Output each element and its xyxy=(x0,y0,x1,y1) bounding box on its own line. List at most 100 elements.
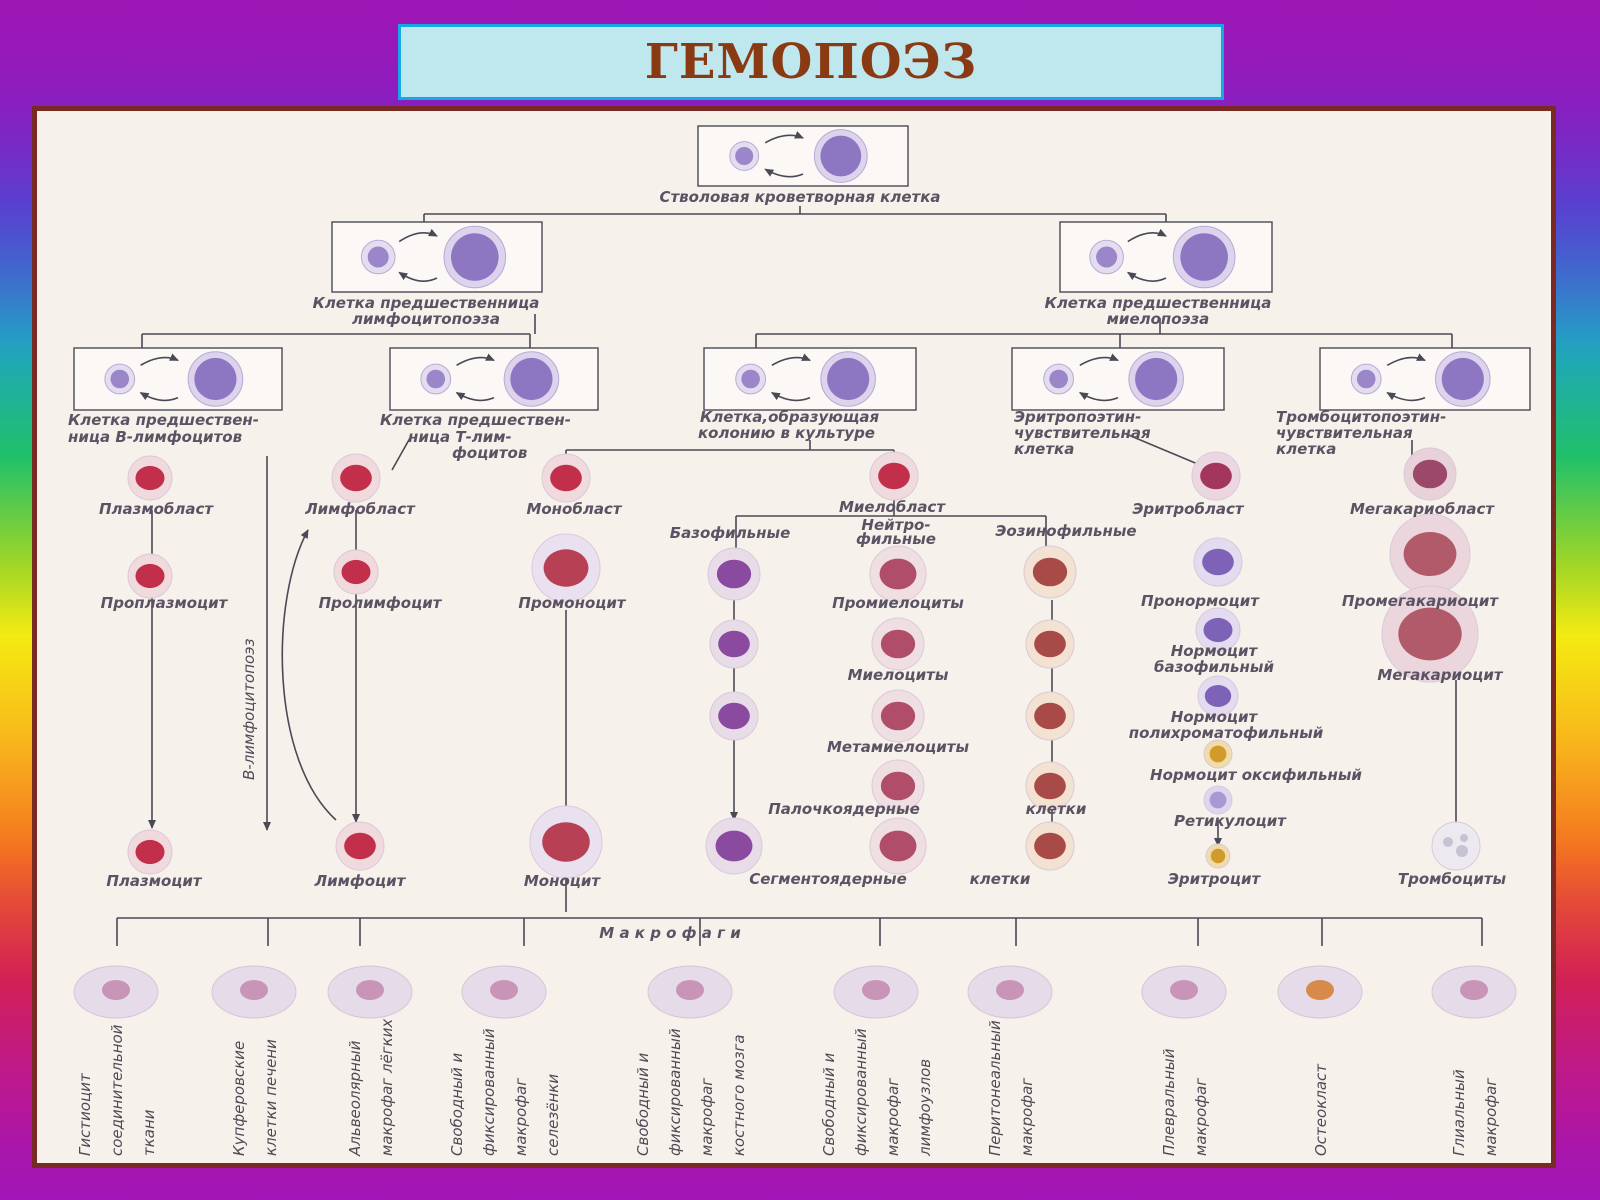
label-myelo-prog-1: Клетка предшественница xyxy=(1045,294,1272,312)
label-monocyte: Моноцит xyxy=(524,872,602,890)
platelets-cell xyxy=(1431,821,1481,871)
macrophage-cell-9 xyxy=(1277,965,1363,1019)
connector-lines xyxy=(116,206,1483,946)
basophil-promyelocyte xyxy=(707,547,761,601)
monoblast-cell xyxy=(541,453,591,503)
label-lymphoblast: Лимфобласт xyxy=(304,500,416,518)
macrophage-cell-3 xyxy=(327,965,413,1019)
megakaryoblast-cell xyxy=(1403,447,1457,501)
label-band-cells: Палочкоядерные xyxy=(768,800,920,818)
macrophage-label-1-3: ткани xyxy=(140,1109,158,1156)
label-erythro-prog-2: чувствительная xyxy=(1014,424,1151,442)
label-neutro-2: фильные xyxy=(856,530,936,548)
label-erythro-prog-3: клетка xyxy=(1014,440,1074,458)
erythrocyte-cell xyxy=(1205,843,1231,869)
label-pronormocyte: Пронормоцит xyxy=(1141,592,1260,610)
basophilic-normocyte xyxy=(1195,607,1241,653)
segmented-eosinophil xyxy=(1025,821,1075,871)
macrophage-label-8-2: макрофаг xyxy=(1192,1078,1210,1156)
macrophage-label-6-3: макрофаг xyxy=(884,1078,902,1156)
macrophage-label-4-3: макрофаг xyxy=(512,1078,530,1156)
colony-forming-box xyxy=(703,347,917,411)
label-b-prog-1: Клетка предшествен- xyxy=(68,411,259,429)
label-cells-word: клетки xyxy=(1026,800,1087,818)
macrophage-label-6-2: фиксированный xyxy=(852,1028,870,1156)
macrophage-label-5-2: фиксированный xyxy=(666,1028,684,1156)
label-lymph-prog-1: Клетка предшественница xyxy=(313,294,540,312)
label-myelocytes: Миелоциты xyxy=(848,666,949,684)
label-segmented: Сегментоядерные xyxy=(749,870,907,888)
macrophage-label-5-1: Свободный и xyxy=(634,1053,652,1156)
label-promonocyte: Промоноцит xyxy=(518,594,626,612)
macrophage-label-3-1: Альвеолярный xyxy=(346,1040,364,1157)
label-normo-baso-1: Нормоцит xyxy=(1171,642,1259,660)
label-platelets: Тромбоциты xyxy=(1398,870,1507,888)
eosinophil-promyelocyte xyxy=(1023,545,1077,599)
label-t-prog-3: фоцитов xyxy=(452,444,527,462)
macrophage-label-10-1: Глиальный xyxy=(1450,1069,1468,1156)
label-erythrocyte: Эритроцит xyxy=(1168,870,1262,888)
erythro-progenitor-box xyxy=(1011,347,1225,411)
label-b-prog-2: ница В-лимфоцитов xyxy=(68,428,242,446)
macrophage-label-1-2: соединительной xyxy=(108,1024,126,1156)
basophil-metamyelocyte xyxy=(709,691,759,741)
label-erythro-prog-1: Эритропоэтин- xyxy=(1014,408,1141,426)
macrophage-label-2-2: клетки печени xyxy=(262,1039,280,1156)
oxyphilic-normocyte xyxy=(1203,739,1233,769)
macrophage-label-9-1: Остеокласт xyxy=(1312,1063,1330,1156)
label-b-lymphopoiesis: В-лимфоцитопоэз xyxy=(240,639,258,780)
label-t-prog-2: ница Т-лим- xyxy=(408,428,512,446)
label-promyelocytes: Промиелоциты xyxy=(832,594,964,612)
thrombo-progenitor-box xyxy=(1319,347,1531,411)
polychromatophilic-normocyte xyxy=(1197,675,1239,717)
lymphocyte-cell xyxy=(335,821,385,871)
macrophage-cell-6 xyxy=(833,965,919,1019)
label-colony-1: Клетка,образующая xyxy=(700,408,880,426)
label-plasmoblast: Плазмобласт xyxy=(99,500,214,518)
macrophage-label-3-2: макрофаг лёгких xyxy=(378,1019,396,1156)
macrophage-cell-7 xyxy=(967,965,1053,1019)
macrophage-cell-1 xyxy=(73,965,159,1019)
label-monoblast: Монобласт xyxy=(526,500,622,518)
macrophage-cell-2 xyxy=(211,965,297,1019)
promonocyte-cell xyxy=(531,533,601,603)
macrophage-label-10-2: макрофаг xyxy=(1482,1078,1500,1156)
myeloid-progenitor-box xyxy=(1059,221,1273,293)
label-normo-poly-2: полихроматофильный xyxy=(1129,724,1324,742)
label-normo-poly-1: Нормоцит xyxy=(1171,708,1259,726)
megakaryocyte-cell xyxy=(1381,585,1479,683)
macrophage-cell-4 xyxy=(461,965,547,1019)
reticulocyte-cell xyxy=(1203,785,1233,815)
macrophage-label-5-4: костного мозга xyxy=(730,1034,748,1156)
neutrophil-promyelocyte xyxy=(869,545,927,603)
segmented-neutrophil xyxy=(869,817,927,875)
label-thrombo-prog-2: чувствительная xyxy=(1276,424,1413,442)
label-reticulocyte: Ретикулоцит xyxy=(1174,812,1287,830)
plasmoblast-cell xyxy=(127,455,173,501)
proplasmocyte-cell xyxy=(127,553,173,599)
label-lymphocyte: Лимфоцит xyxy=(314,872,407,890)
macrophage-label-4-1: Свободный и xyxy=(448,1053,466,1156)
label-t-prog-1: Клетка предшествен- xyxy=(380,411,571,429)
label-myelo-prog-2: миелопоэза xyxy=(1107,310,1210,328)
neutrophil-metamyelocyte xyxy=(871,689,925,743)
label-normo-oxy: Нормоцит оксифильный xyxy=(1150,766,1362,784)
macrophage-label-4-2: фиксированный xyxy=(480,1028,498,1156)
page-title: ГЕМОПОЭЗ xyxy=(644,34,978,90)
macrophage-label-8-1: Плевральный xyxy=(1160,1048,1178,1156)
label-normo-baso-2: базофильный xyxy=(1154,658,1274,676)
label-colony-2: колонию в культуре xyxy=(698,424,875,442)
label-megakaryocyte: Мегакариоцит xyxy=(1377,666,1504,684)
band-neutrophil xyxy=(871,759,925,813)
label-thrombo-prog-1: Тромбоцитопоэтин- xyxy=(1276,408,1446,426)
macrophage-cell-8 xyxy=(1141,965,1227,1019)
b-progenitor-box xyxy=(73,347,283,411)
label-prolymphocyte: Пролимфоцит xyxy=(319,594,443,612)
label-macrophages: М а к р о ф а г и xyxy=(599,924,741,942)
eosinophil-metamyelocyte xyxy=(1025,691,1075,741)
neutrophil-myelocyte xyxy=(871,617,925,671)
label-lymph-prog-2: лимфоцитопоэза xyxy=(352,310,500,328)
label-stem: Стволовая кроветворная клетка xyxy=(659,188,940,206)
eosinophil-myelocyte xyxy=(1025,619,1075,669)
